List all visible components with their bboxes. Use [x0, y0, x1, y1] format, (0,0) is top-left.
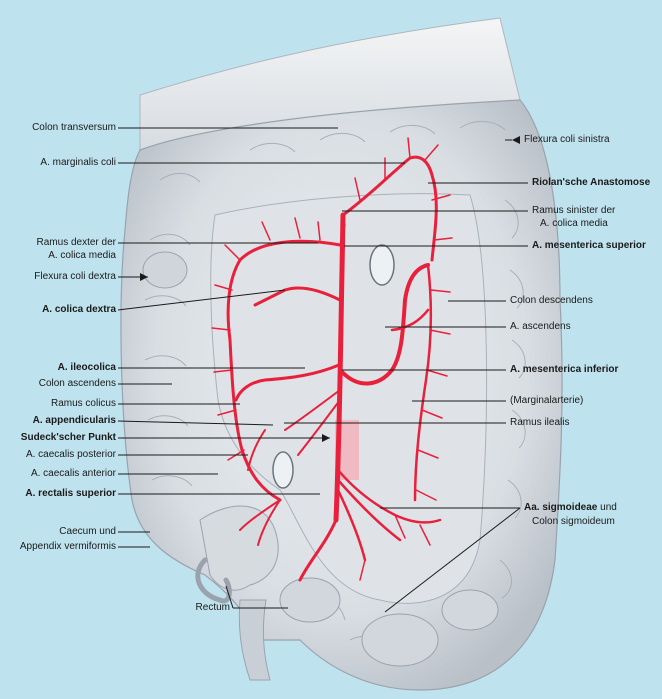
- duodenum-opening: [369, 244, 395, 286]
- label-colon-sigmoideum: Colon sigmoideum: [532, 516, 615, 527]
- mesentery-shape: [210, 193, 488, 604]
- label-rectum: Rectum: [195, 602, 230, 613]
- label-riolan-anastomose: Riolan'sche Anastomose: [532, 177, 651, 188]
- arrow-sudeck: [322, 434, 330, 442]
- label-colon-descendens: Colon descendens: [510, 295, 593, 306]
- label-caecum-2: Appendix vermiformis: [19, 541, 116, 552]
- arrow-flexura-dextra: [140, 273, 148, 281]
- label-ramus-sinister-1: Ramus sinister der: [532, 205, 616, 216]
- ileum-opening: [272, 451, 294, 489]
- label-colon-ascendens: Colon ascendens: [38, 378, 116, 389]
- rectum-shape: [238, 599, 271, 681]
- label-aa-sigmoideae: Aa. sigmoideae und: [524, 502, 617, 514]
- label-ramus-dexter-2: A. colica media: [48, 250, 116, 261]
- label-a-ileocolica: A. ileocolica: [57, 362, 116, 373]
- label-flexura-coli-sinistra: Flexura coli sinistra: [524, 134, 610, 145]
- label-aa-sigmoideae-und: und: [597, 502, 617, 513]
- label-caecum-1: Caecum und: [59, 526, 116, 537]
- label-colon-transversum: Colon transversum: [32, 122, 116, 133]
- label-a-appendicularis: A. appendicularis: [32, 415, 116, 426]
- label-a-rectalis-superior: A. rectalis superior: [25, 488, 116, 499]
- arrow-flexura-sinistra: [512, 136, 520, 144]
- label-ramus-colicus: Ramus colicus: [50, 398, 116, 409]
- label-ramus-sinister-2: A. colica media: [540, 218, 608, 229]
- label-marginalarterie: (Marginalarterie): [510, 395, 584, 406]
- label-a-colica-dextra: A. colica dextra: [42, 304, 116, 315]
- label-a-mesenterica-superior: A. mesenterica superior: [532, 240, 646, 251]
- label-a-ascendens: A. ascendens: [510, 321, 571, 332]
- label-a-caecalis-posterior: A. caecalis posterior: [25, 449, 116, 460]
- label-a-mesenterica-inferior: A. mesenterica inferior: [510, 364, 619, 375]
- label-ramus-ilealis: Ramus ilealis: [510, 417, 570, 428]
- flexura-dextra-bulge: [142, 251, 188, 289]
- label-ramus-dexter-1: Ramus dexter der: [36, 237, 116, 248]
- label-a-caecalis-anterior: A. caecalis anterior: [30, 468, 116, 479]
- appendix-shape: [195, 557, 232, 604]
- leader-lines: [117, 127, 528, 613]
- bowel-loops: [279, 577, 499, 667]
- label-aa-sigmoideae-bold: Aa. sigmoideae: [524, 502, 598, 513]
- label-flexura-coli-dextra: Flexura coli dextra: [34, 271, 116, 282]
- label-sudeck-punkt: Sudeck'scher Punkt: [20, 432, 116, 443]
- label-a-marginalis-coli: A. marginalis coli: [40, 157, 116, 168]
